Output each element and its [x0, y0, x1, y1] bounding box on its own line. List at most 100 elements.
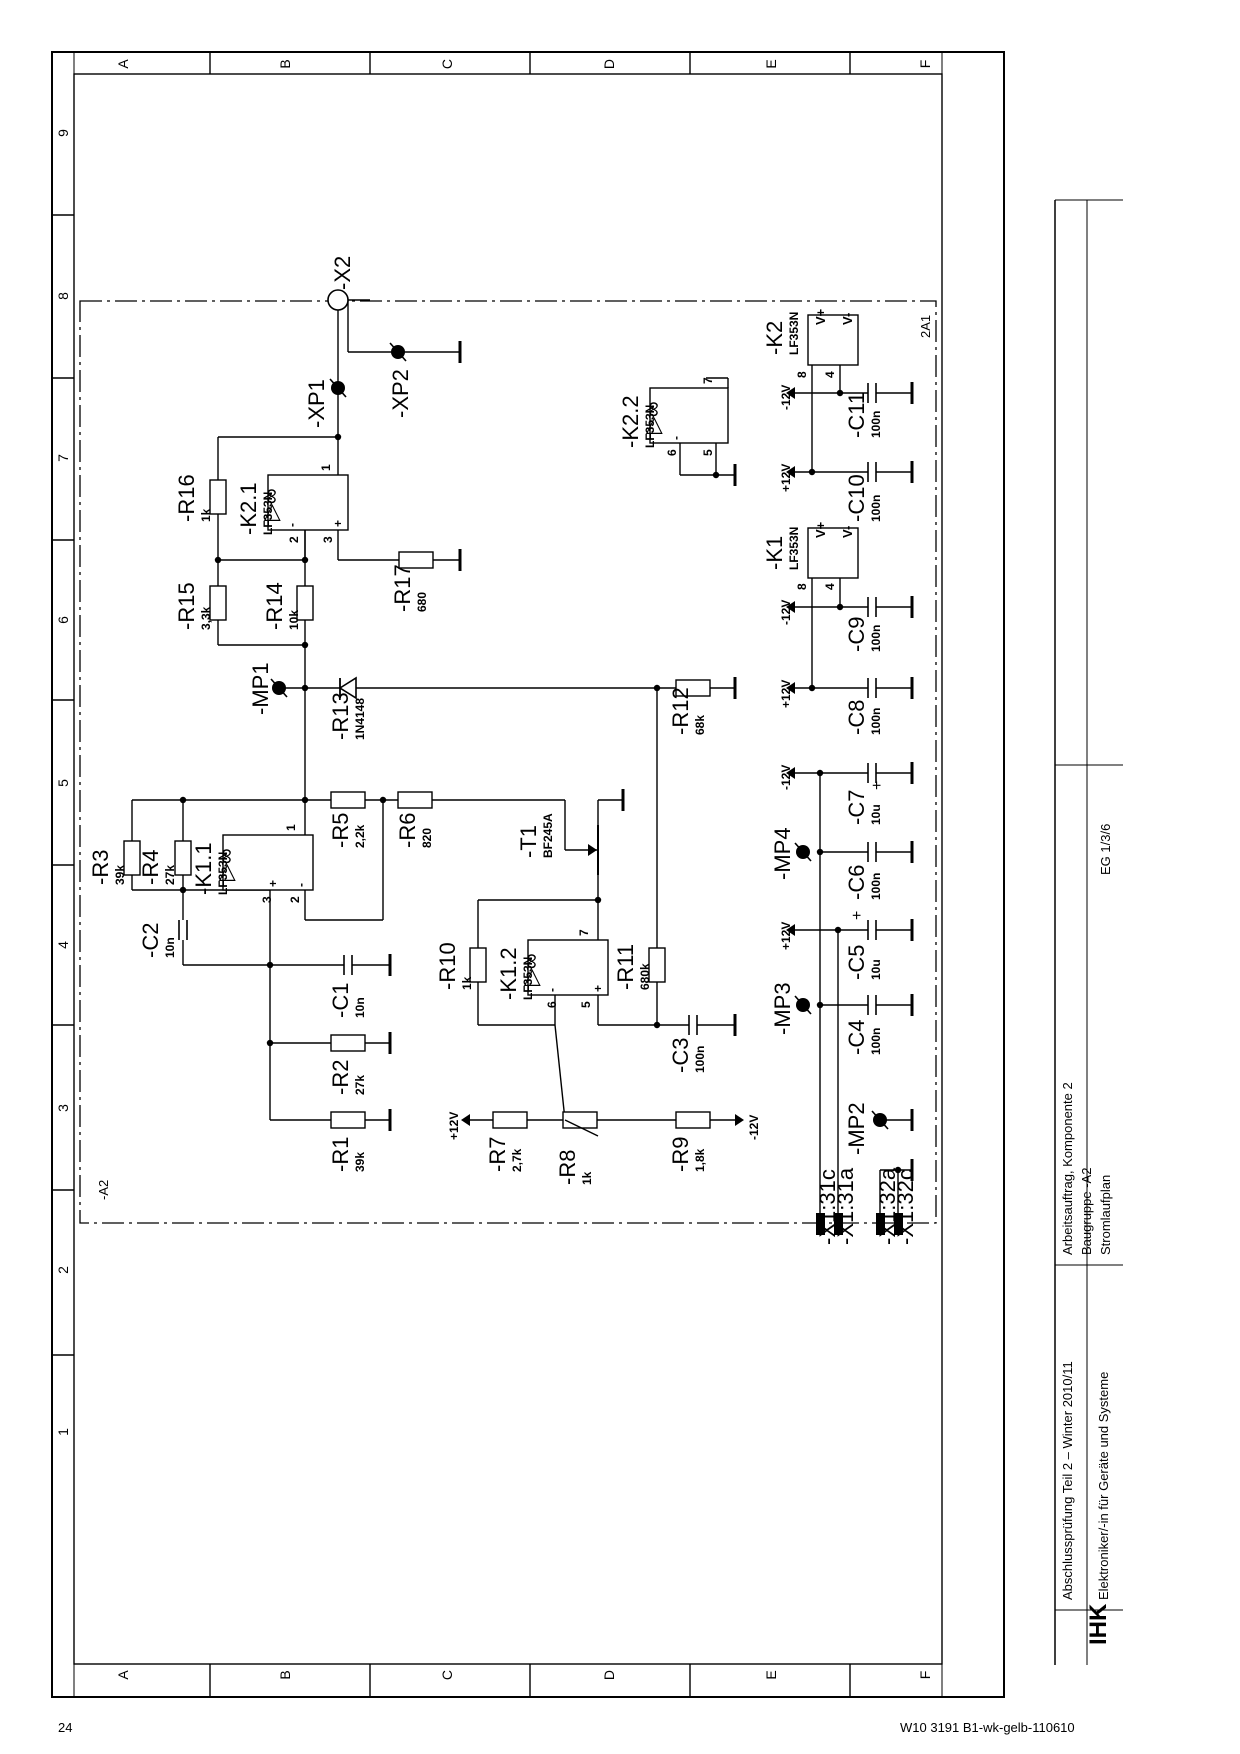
value-k2.1: LF353N	[261, 492, 275, 535]
supply-label: -12V	[779, 600, 793, 625]
connector-x2	[327, 289, 349, 311]
value-r9: 1,8k	[693, 1148, 707, 1172]
column-marker: 3	[55, 1104, 71, 1112]
value-r15: 3,3k	[199, 606, 213, 630]
value-r13: 1N4148	[353, 698, 367, 740]
resistor-r7	[492, 1111, 528, 1129]
value-k1: LF353N	[787, 527, 801, 570]
junction-dot	[894, 1166, 902, 1174]
value-r17: 680	[415, 592, 429, 612]
value-c3: 100n	[693, 1046, 707, 1073]
row-marker-bottom: C	[439, 1670, 455, 1680]
opamp-k11	[222, 834, 314, 891]
capacitor-c2-gap	[179, 920, 187, 940]
polarity-mark: +	[869, 781, 886, 790]
supply-arrow	[735, 1114, 744, 1126]
label-mp3: -MP3	[770, 982, 795, 1035]
resistor-r9	[675, 1111, 711, 1129]
capacitor-c4-gap	[868, 995, 876, 1015]
pin-label: V-	[840, 313, 855, 325]
junction-dot	[301, 556, 309, 564]
supply-label: -12V	[747, 1115, 761, 1140]
title-block: IHK Abschlussprüfung Teil 2 – Winter 201…	[1054, 199, 1123, 1665]
assembly-name: -A2	[96, 1180, 111, 1200]
outer-border	[51, 51, 1005, 1698]
supply-label: +12V	[779, 464, 793, 492]
resistor-r10	[469, 947, 487, 983]
pin-number: +	[591, 985, 605, 992]
opamp-k21	[267, 474, 349, 531]
pin-number: -	[669, 436, 683, 440]
label-c9: -C9	[844, 617, 869, 652]
diode-r13	[338, 676, 357, 700]
label-r6: -R6	[395, 813, 420, 848]
row-marker-top: C	[439, 59, 455, 69]
capacitor-c11-gap	[868, 383, 876, 403]
label-xp2: -XP2	[388, 369, 413, 418]
value-r8: 1k	[580, 1171, 594, 1185]
label-c1: -C1	[328, 983, 353, 1018]
pin-number: 4	[823, 371, 837, 378]
label-c10: -C10	[844, 474, 869, 522]
component-symbols	[123, 289, 914, 1235]
opamp-power-k1	[807, 527, 859, 579]
pin-number: 8	[795, 371, 809, 378]
row-marker-bottom: B	[277, 1670, 293, 1679]
sheet-reference: EG 1/3/6	[1098, 824, 1113, 875]
label-k2.1: -K2.1	[236, 482, 261, 535]
label-c4: -C4	[844, 1020, 869, 1055]
value-r3: 39k	[113, 865, 127, 885]
row-marker-bottom: F	[917, 1671, 933, 1680]
connector-label: -X1:32c	[893, 1169, 918, 1245]
title-line-1: Abschlussprüfung Teil 2 – Winter 2010/11	[1060, 1361, 1075, 1600]
capacitor-c1-gap	[344, 955, 352, 975]
label-x2: -X2	[330, 256, 355, 290]
supply-label: +12V	[447, 1112, 461, 1140]
label-k2.2: -K2.2	[618, 395, 643, 448]
jfet-gate-arrow	[588, 844, 597, 856]
capacitor-c3-gap	[689, 1015, 697, 1035]
test-point-mp1-marker	[270, 678, 288, 698]
supply-arrow	[461, 1114, 470, 1126]
test-point-mp4-marker	[794, 842, 812, 862]
capacitor-c9-gap	[868, 597, 876, 617]
ihk-logo: IHK	[1085, 1603, 1112, 1645]
label-r4: -R4	[138, 850, 163, 885]
column-marker: 7	[55, 454, 71, 462]
label-mp4: -MP4	[770, 827, 795, 880]
inner-border	[73, 73, 943, 1665]
row-marker-top: A	[115, 59, 131, 69]
connector-pin	[894, 1213, 903, 1235]
label-r14: -R14	[262, 582, 287, 630]
pin-number: 1	[284, 824, 298, 831]
value-c4: 100n	[869, 1028, 883, 1055]
value-c11: 100n	[869, 411, 883, 438]
pin-number: 4	[823, 583, 837, 590]
junction-dot	[712, 471, 720, 479]
pin-label: V-	[840, 526, 855, 538]
potentiometer-wiper	[564, 1119, 599, 1137]
label-k1: -K1	[762, 536, 787, 570]
label-r1: -R1	[328, 1137, 353, 1172]
supply-arrow-plus	[786, 466, 795, 478]
row-marker-top: E	[763, 59, 779, 68]
value-t1: BF245A	[541, 813, 555, 858]
column-marker: 5	[55, 779, 71, 787]
test-point-mp2-marker	[871, 1110, 889, 1130]
value-c7: 10u	[869, 804, 883, 825]
column-marker: 8	[55, 292, 71, 300]
connector-label: -X1:32a	[875, 1167, 900, 1245]
resistor-r6	[397, 791, 433, 809]
value-r14: 10k	[287, 610, 301, 630]
label-k1.2: -K1.2	[496, 947, 521, 1000]
capacitor-c10-gap	[868, 462, 876, 482]
pin-number: 3	[260, 896, 274, 903]
label-r8: -R8	[555, 1150, 580, 1185]
label-c6: -C6	[844, 865, 869, 900]
label-c2: -C2	[138, 923, 163, 958]
wiring	[131, 299, 912, 1220]
document-code: W10 3191 B1-wk-gelb-110610	[900, 1720, 1075, 1735]
test-point-xp1-marker	[329, 378, 347, 398]
junction-dot	[301, 641, 309, 649]
title-line-2: Elektroniker/-in für Geräte und Systeme	[1096, 1372, 1111, 1600]
